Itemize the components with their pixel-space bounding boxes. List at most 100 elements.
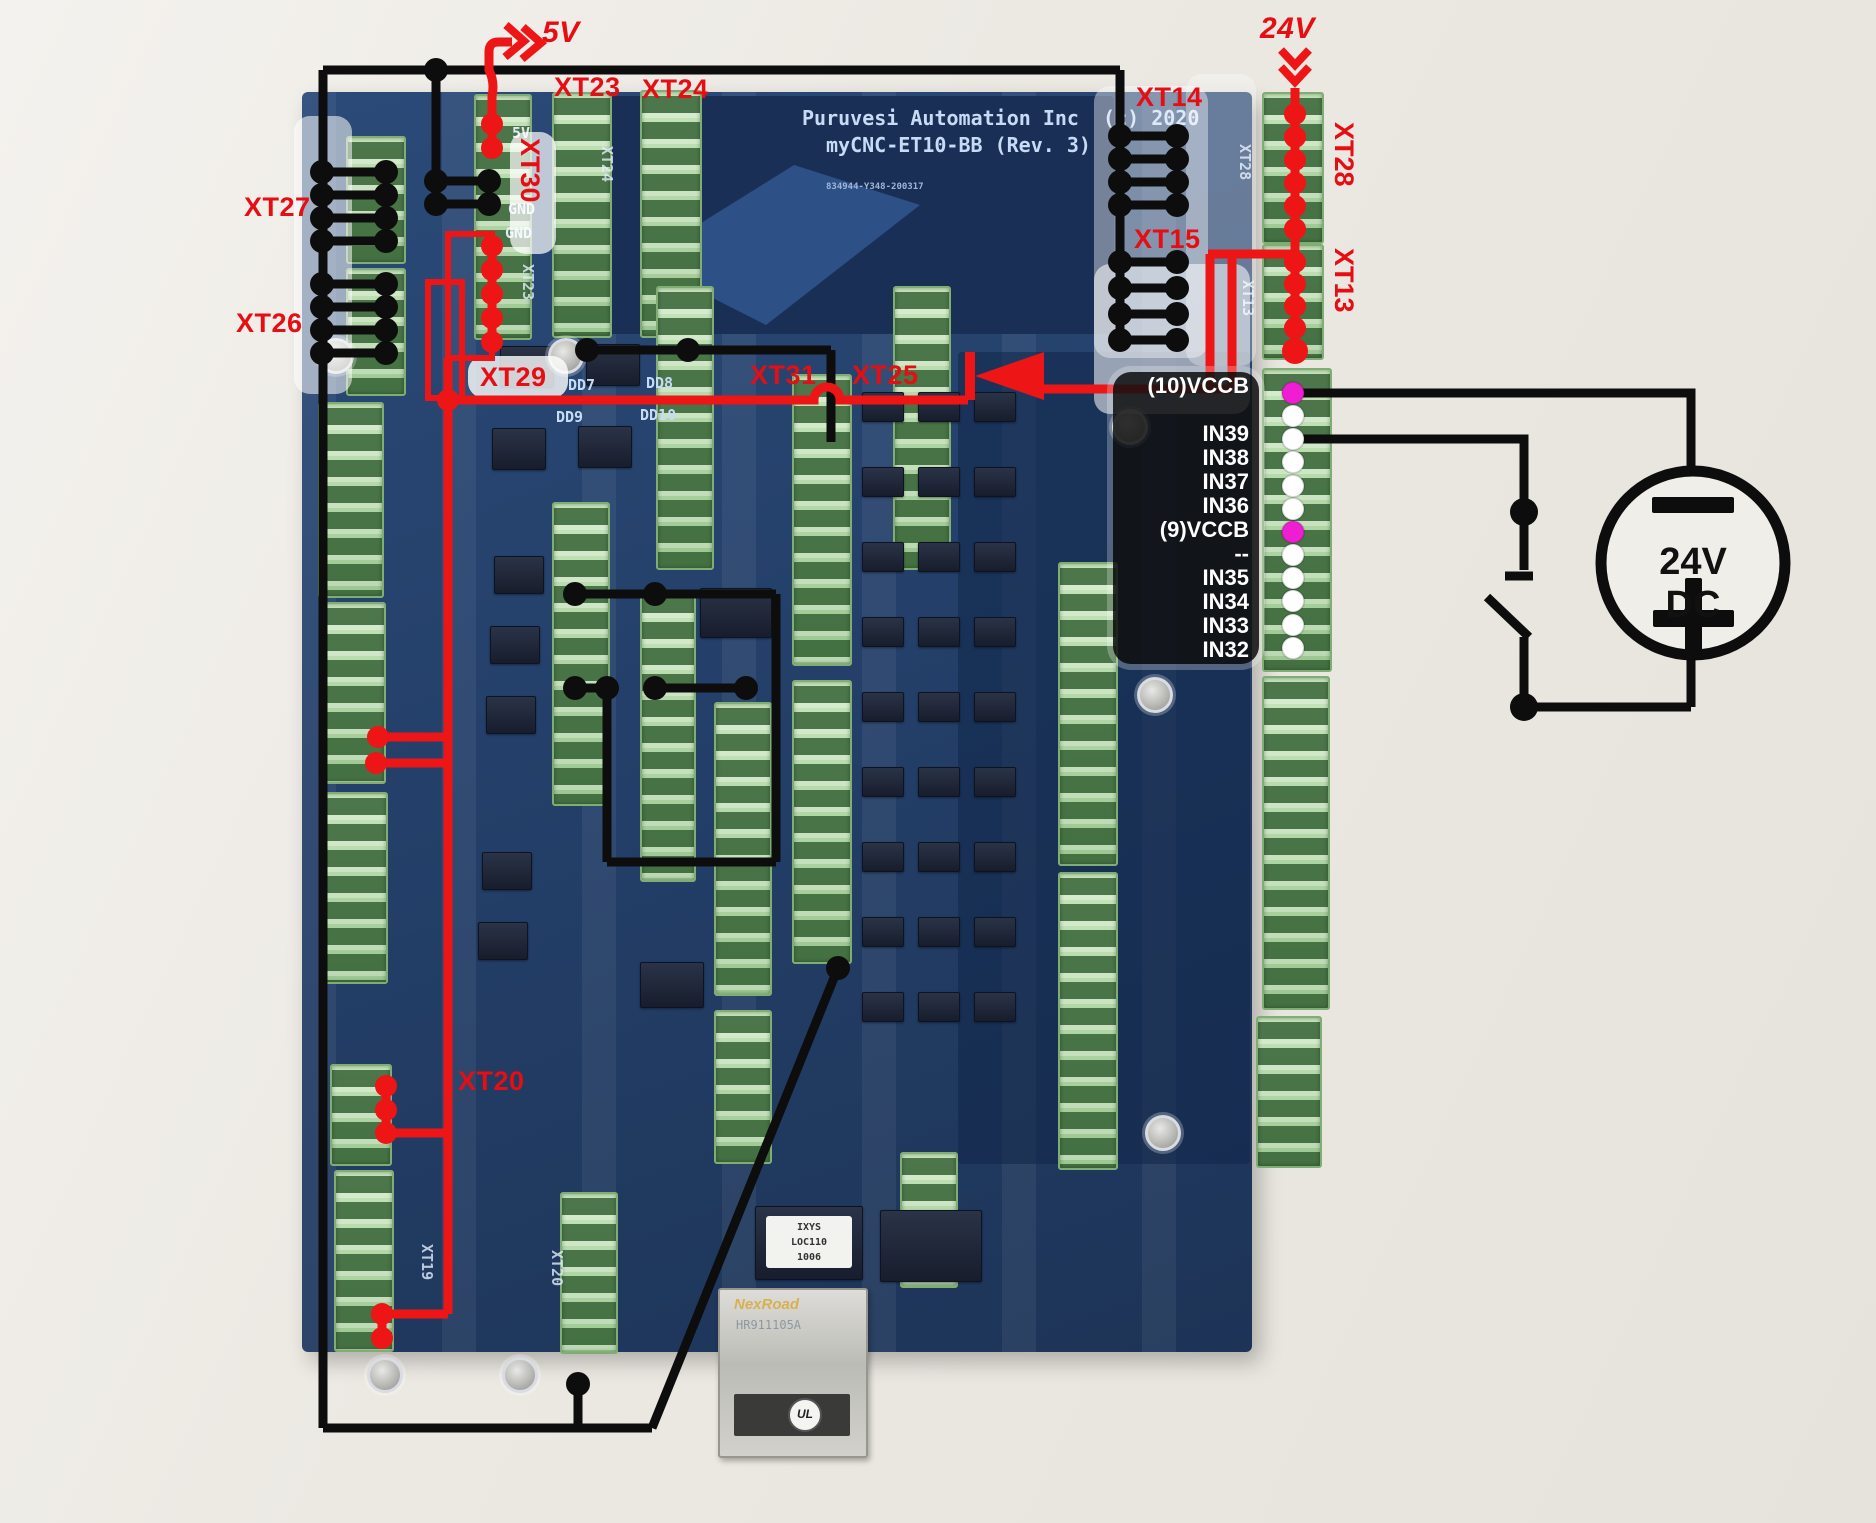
ic-chip [974,617,1016,647]
ic-chip [640,962,704,1008]
mounting-hole [502,1357,538,1393]
ic-chip [862,542,904,572]
board-model-text: myCNC-ET10-BB (Rev. 3) [826,133,1091,157]
ic-chip [974,842,1016,872]
minus-icon [1652,497,1734,513]
io-row-label: IN36 [1202,493,1249,518]
silk-xt24: XT24 [598,146,616,183]
optocoupler-line3: 1006 [796,1252,822,1263]
ic-chip [862,767,904,797]
io-row-label: (9)VCCB [1159,517,1249,542]
terminal-block [560,1192,618,1354]
ic-chip [974,392,1016,422]
switch-blade [1483,593,1533,641]
mounting-hole [367,1357,403,1393]
io-row-label: IN38 [1202,445,1249,470]
ul-logo: UL [788,1398,822,1432]
terminal-block [552,92,612,338]
label-xt15: XT15 [1134,224,1201,254]
silk-dd10: DD10 [640,406,677,424]
terminal-block [792,680,852,964]
plus-icon [1653,578,1734,658]
label-xt25: XT25 [852,360,919,390]
24v-arrow-icon [1278,47,1312,88]
label-24v: 24V [1260,12,1315,45]
ethernet-brand: NexRoad [734,1296,800,1313]
io-row-label: IN33 [1202,613,1249,638]
terminal-block [714,702,772,996]
ic-chip [862,692,904,722]
mounting-hole [1145,1115,1181,1151]
red-wires [376,22,1312,1338]
ic-chip [862,467,904,497]
highlight-xt28-xt13 [1186,74,1256,366]
mid-board-wires [575,345,836,867]
ethernet-part-number: HR911105A [736,1318,802,1332]
silk-xt28: XT28 [1236,144,1254,181]
io-pin-dot [1281,381,1305,405]
label-xt28: XT28 [1329,122,1359,187]
black-wires [318,65,1696,1433]
ic-chip [974,992,1016,1022]
io-row-label [1113,398,1259,422]
io-pin-dot [1281,520,1305,544]
xt27-xt26-jumpers [322,167,386,358]
ic-chip [918,692,960,722]
terminal-block [640,590,696,882]
terminal-block [893,286,951,570]
ic-chip [862,992,904,1022]
ic-chip [492,428,546,470]
5v-arrow-icon [502,22,548,63]
io-pin-dot [1281,497,1305,521]
label-xt26: XT26 [236,308,303,338]
io-pin-dot [1281,404,1305,428]
black-junction-dots [310,58,1538,1396]
ic-chip [974,692,1016,722]
terminal-block [320,602,386,784]
io-row-label: (10)VCCB [1147,373,1249,398]
label-xt29: XT29 [480,362,547,392]
xt19-branches [376,732,448,1338]
switch-wires [1505,520,1696,712]
xt14-xt15-jumpers [1120,131,1177,345]
silk-xt20: XT20 [548,1250,566,1287]
ethernet-jack: NexRoad HR911105A [718,1288,868,1458]
io-pin-dot [1281,427,1305,451]
io-pin-dot [1281,613,1305,637]
diode-icon [965,352,1044,400]
ic-chip [478,922,528,960]
io-pin-dot [1281,474,1305,498]
terminal-block [552,502,610,806]
silk-xt23: XT23 [519,264,537,301]
label-xt24: XT24 [642,74,709,104]
silk-xt19: XT19 [418,1244,436,1281]
terminal-block [1058,872,1118,1170]
terminal-block [1262,676,1330,1010]
optocoupler-line2: LOC110 [790,1237,828,1248]
label-xt20: XT20 [458,1066,525,1096]
label-xt30: XT30 [515,138,545,203]
terminal-block [792,374,852,666]
ic-chip [578,426,632,468]
io-row-label: IN35 [1202,565,1249,590]
ic-chip [918,992,960,1022]
ic-chip [880,1210,982,1282]
optocoupler-chip: IXYS LOC110 1006 [766,1216,852,1268]
terminal-block [656,286,714,570]
board-serial-text: 834944-Y348-200317 [826,182,924,192]
ic-chip [482,852,532,890]
io-pin-dot [1281,636,1305,660]
red-trunk [443,358,968,1314]
io-pin-dot [1281,566,1305,590]
io-row-label: IN34 [1202,589,1249,614]
ic-chip [862,917,904,947]
ic-chip [918,842,960,872]
ic-chip [974,467,1016,497]
silk-dd9: DD9 [556,408,584,426]
terminal-block [1058,562,1118,866]
io-pin-dot [1281,589,1305,613]
ic-chip [918,467,960,497]
label-5v: 5V [542,16,580,49]
